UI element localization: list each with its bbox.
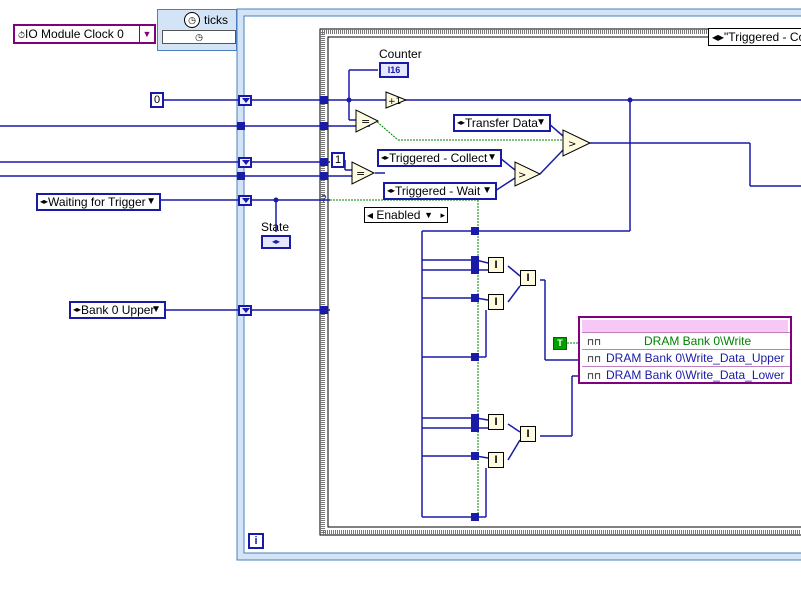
- loop-tunnel[interactable]: [238, 305, 252, 316]
- io-module-clock-constant[interactable]: ⏱IO Module Clock 0 ▼: [13, 24, 156, 44]
- waiting-for-trigger-constant[interactable]: ◂▸Waiting for Trigger▼: [36, 193, 161, 211]
- equals-primitive-1: [355, 109, 380, 133]
- waveform-icon: ⊓⊓: [586, 337, 602, 347]
- state-indicator[interactable]: ◂▸: [261, 235, 291, 249]
- equals-primitive-2: [351, 161, 376, 185]
- dram-write-node[interactable]: ⊓⊓DRAM Bank 0\Write ⊓⊓DRAM Bank 0\Write_…: [578, 316, 792, 384]
- select-primitive-2: [514, 161, 542, 187]
- one-constant[interactable]: 1: [331, 152, 345, 168]
- state-label: State: [261, 220, 290, 234]
- svg-text:=: =: [356, 167, 365, 180]
- counter-label: Counter: [379, 47, 422, 61]
- select-node[interactable]: I: [488, 414, 504, 430]
- bank0-upper-constant[interactable]: ◂▸Bank 0 Upper▼: [69, 301, 166, 319]
- clock-icon: ⏱: [18, 30, 26, 40]
- chevron-down-icon[interactable]: ▼: [424, 210, 433, 220]
- clock-icon: ◷: [184, 12, 200, 28]
- iteration-terminal[interactable]: i: [248, 533, 264, 549]
- select-node[interactable]: I: [520, 270, 536, 286]
- timed-loop-input-node[interactable]: ◷ ticks ◷: [157, 9, 237, 51]
- case-selector-label[interactable]: ◂▸"Triggered - Co: [708, 28, 801, 46]
- node-header: [582, 320, 788, 332]
- svg-text:>: >: [518, 170, 526, 181]
- case-selector-terminal[interactable]: ?: [321, 194, 327, 205]
- counter-indicator[interactable]: I16: [379, 62, 409, 78]
- waveform-icon: ⊓⊓: [586, 354, 602, 364]
- clock-label: IO Module Clock 0: [25, 27, 124, 41]
- arrow-icon: ◂: [367, 208, 374, 222]
- svg-text:>: >: [568, 139, 576, 150]
- select-node[interactable]: I: [488, 294, 504, 310]
- chevron-down-icon[interactable]: ◂▸: [712, 30, 725, 44]
- svg-text:+1: +1: [388, 97, 401, 107]
- loop-tunnel[interactable]: [238, 157, 252, 168]
- chevron-down-icon[interactable]: ▼: [139, 26, 154, 42]
- loop-tunnel[interactable]: [238, 95, 252, 106]
- waveform-icon: ⊓⊓: [586, 371, 602, 381]
- select-node[interactable]: I: [520, 426, 536, 442]
- zero-constant[interactable]: 0: [150, 92, 164, 108]
- chevron-down-icon[interactable]: ▼: [487, 152, 497, 163]
- ticks-label: ticks: [204, 13, 228, 27]
- diagram-disable-selector[interactable]: ◂ Enabled ▼▸: [364, 207, 448, 223]
- node-row-write[interactable]: ⊓⊓DRAM Bank 0\Write: [582, 332, 790, 349]
- chevron-down-icon[interactable]: ▼: [482, 185, 492, 196]
- svg-text:=: =: [361, 115, 370, 128]
- true-constant[interactable]: T: [553, 337, 567, 350]
- select-node[interactable]: I: [488, 257, 504, 273]
- node-row-write-lower[interactable]: ⊓⊓DRAM Bank 0\Write_Data_Lower: [582, 366, 790, 383]
- triggered-collect-constant[interactable]: ◂▸Triggered - Collect▼: [377, 149, 502, 167]
- chevron-down-icon[interactable]: ▼: [151, 304, 161, 315]
- chevron-down-icon[interactable]: ▼: [146, 196, 156, 207]
- chevron-down-icon[interactable]: ▼: [536, 117, 546, 128]
- transfer-data-constant[interactable]: ◂▸Transfer Data▼: [453, 114, 551, 132]
- select-primitive-1: [562, 129, 592, 157]
- increment-primitive: [385, 91, 408, 109]
- timing-source-icon: ◷: [162, 30, 236, 44]
- triggered-wait-constant[interactable]: ◂▸Triggered - Wait▼: [383, 182, 497, 200]
- arrow-icon[interactable]: ▸: [440, 210, 445, 220]
- loop-tunnel[interactable]: [238, 195, 252, 206]
- select-node[interactable]: I: [488, 452, 504, 468]
- node-row-write-upper[interactable]: ⊓⊓DRAM Bank 0\Write_Data_Upper: [582, 349, 790, 366]
